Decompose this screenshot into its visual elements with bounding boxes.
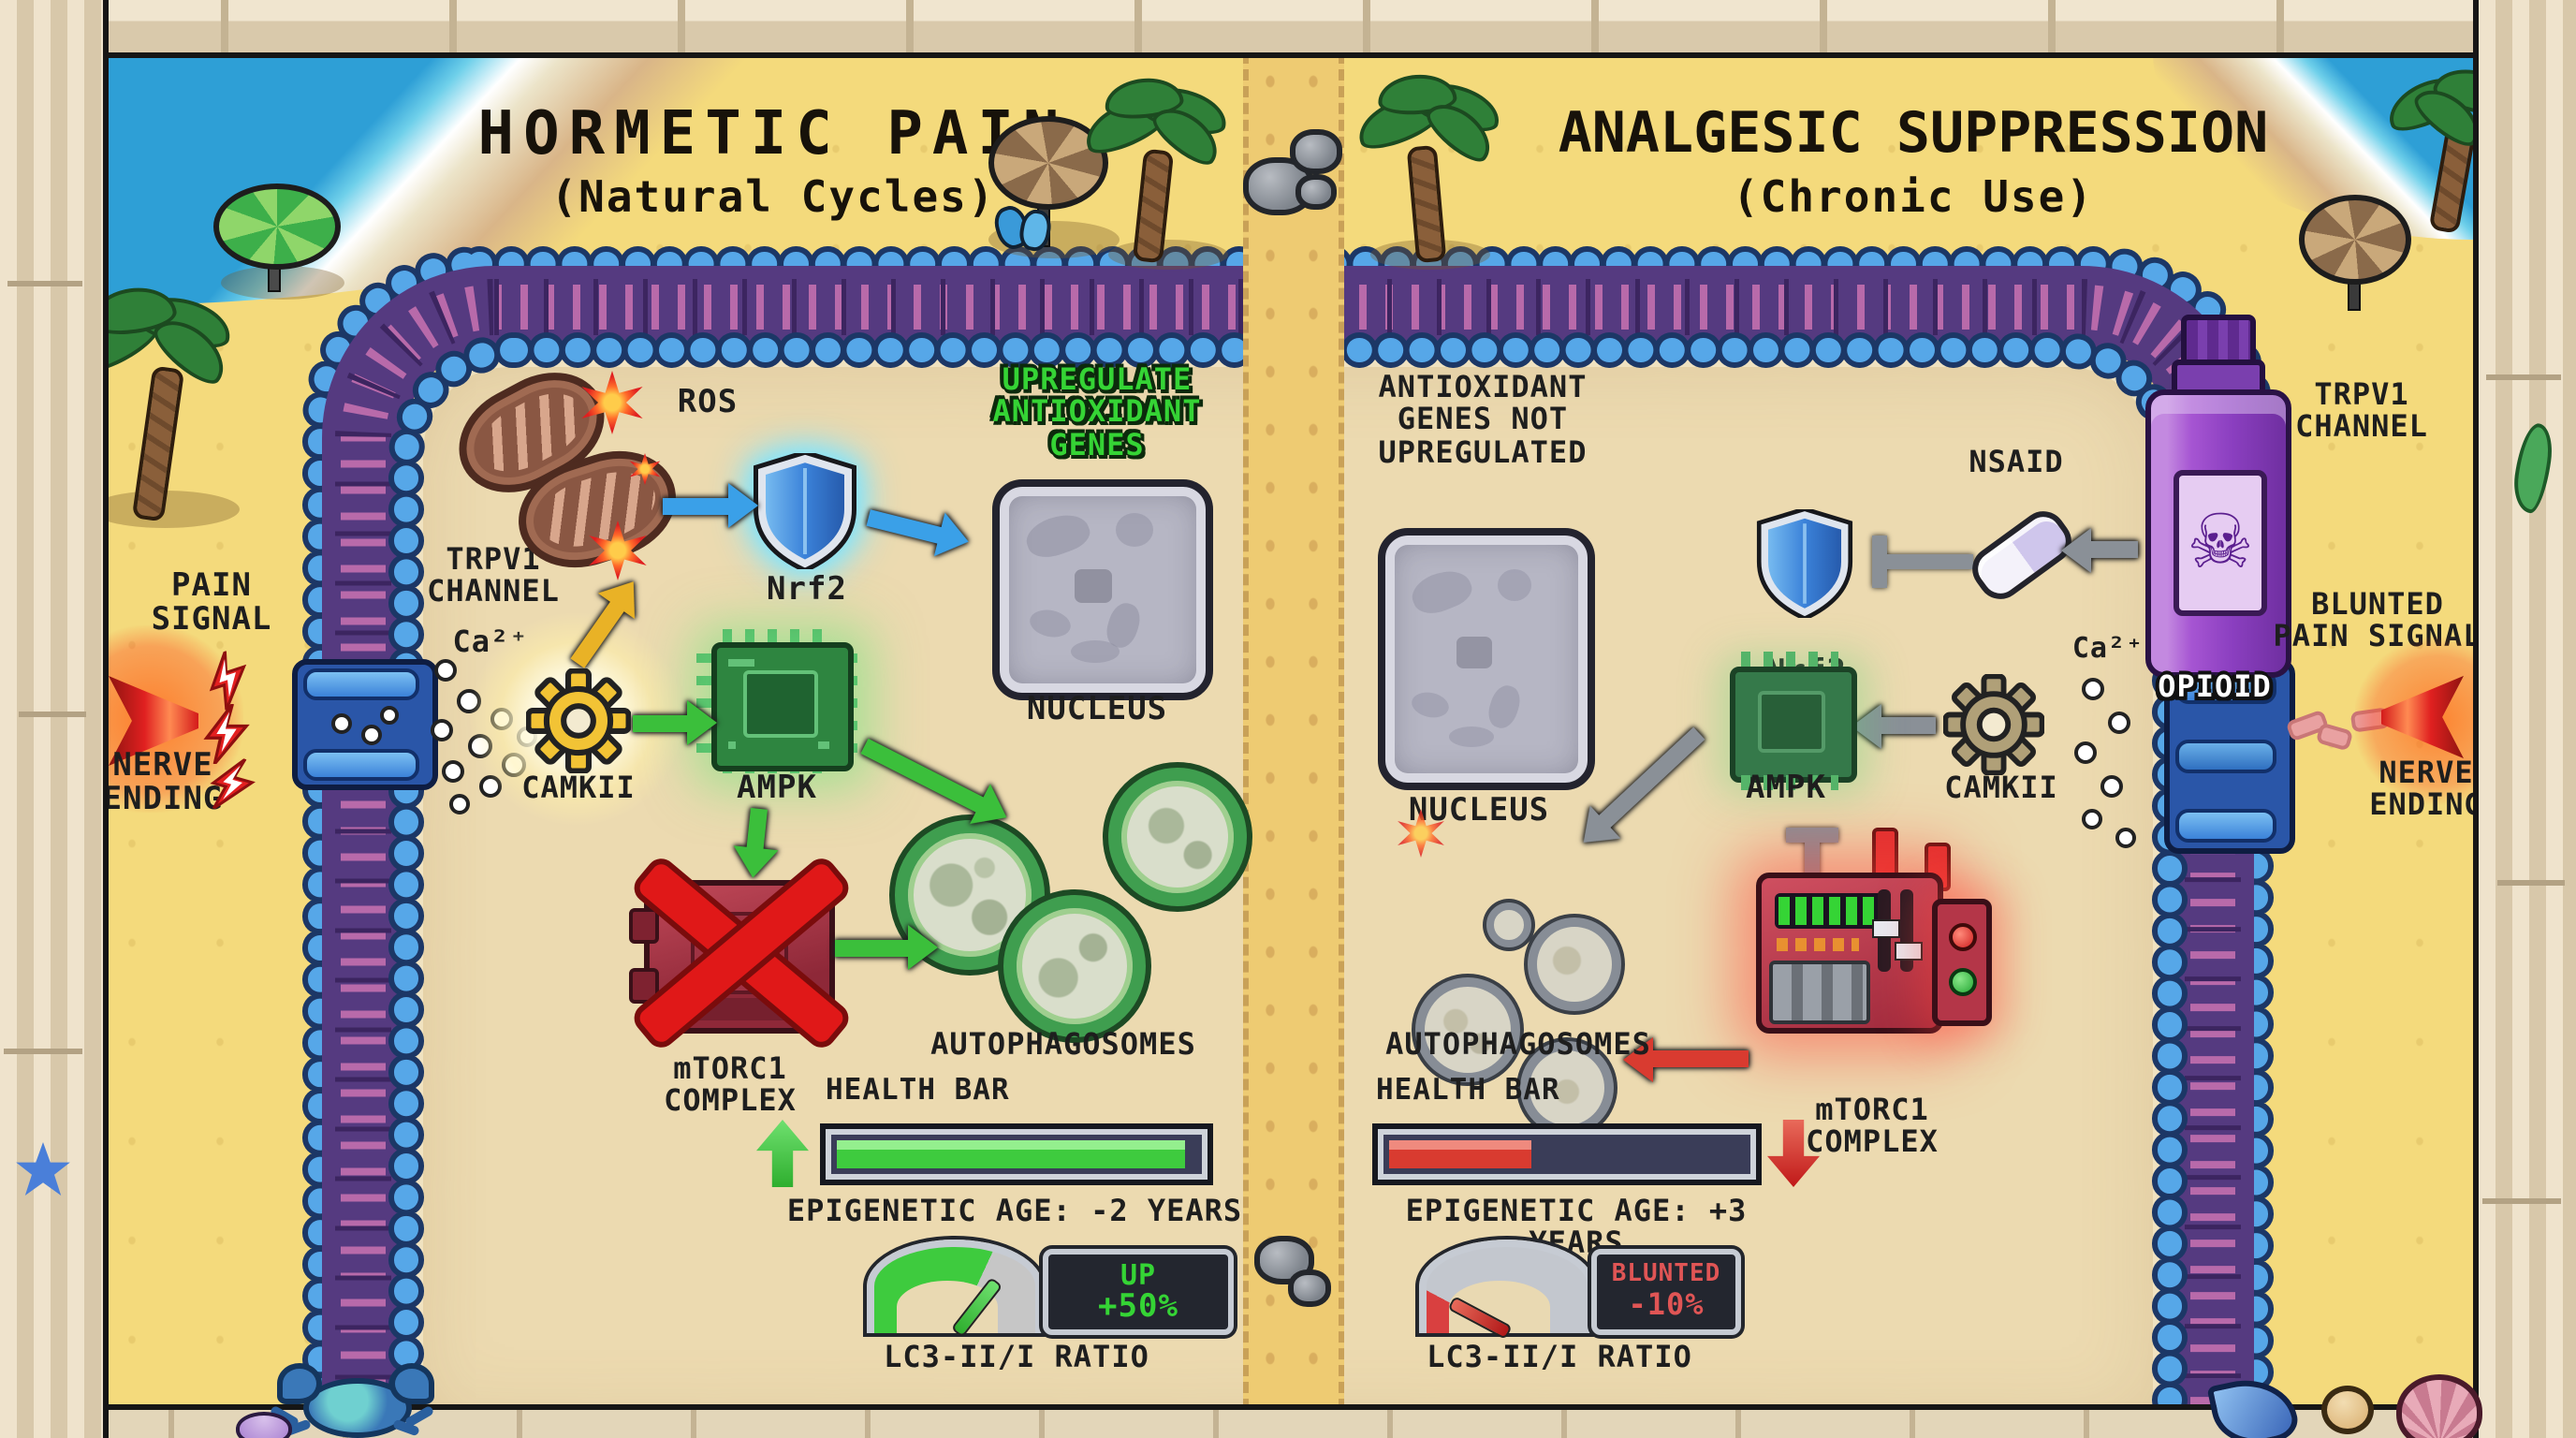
- autophagosome-gray: [1520, 1041, 1614, 1135]
- ca-ion: [431, 719, 453, 741]
- gauge-value-right: -10%: [1628, 1286, 1705, 1323]
- epigenetic-age-right: EPIGENETIC AGE: +3 YEARS: [1405, 1193, 1748, 1261]
- crab-icon: [258, 1363, 446, 1438]
- ampk-label-right: AMPK: [1746, 770, 1826, 807]
- column-crack: [19, 712, 86, 717]
- autophagosomes-label-right: AUTOPHAGOSOMES: [1385, 1026, 1651, 1062]
- ca-ion: [2100, 775, 2123, 798]
- nerve-ending-label-right: NERVE ENDING: [2369, 755, 2483, 823]
- shell-purple-icon: [236, 1412, 292, 1438]
- camkii-gear-right: [1943, 674, 2044, 775]
- ampk-pins-right: [1741, 775, 1838, 790]
- health-fill-right: [1389, 1140, 1531, 1168]
- mtorc1-label-left: mTORC1 COMPLEX: [664, 1050, 797, 1119]
- calcium-label-right: Ca²⁺: [2071, 631, 2144, 665]
- nucleus-label-left: NUCLEUS: [1026, 691, 1168, 728]
- lc3-panel-left: UP +50%: [1043, 1249, 1234, 1335]
- shell-scallop-icon: [2396, 1374, 2482, 1438]
- column-crack: [2482, 1198, 2561, 1204]
- ros-label: ROS: [677, 384, 739, 421]
- lc3-ratio-label-left: LC3-II/I RATIO: [884, 1339, 1149, 1374]
- lc3-panel-right: BLUNTED -10%: [1591, 1249, 1741, 1335]
- opioid-bottle-body: ☠: [2145, 389, 2291, 678]
- opioid-label-panel: ☠: [2174, 470, 2267, 616]
- trpv1-label-right: TRPV1 CHANNEL: [2295, 376, 2428, 445]
- nucleus-right: [1378, 528, 1595, 790]
- health-bar-label-left: HEALTH BAR: [826, 1073, 1010, 1107]
- ampk-pins-right: [1741, 652, 1838, 667]
- upregulate-genes-label: UPREGULATE ANTIOXIDANT GENES: [992, 361, 1202, 462]
- camkii-label-left: CAMKII: [521, 770, 636, 805]
- shell-tan-icon: [2321, 1386, 2374, 1434]
- ampk-label-left: AMPK: [737, 770, 817, 807]
- health-bar-right: [1372, 1123, 1762, 1185]
- mtorc1-machine-right: [1756, 873, 1943, 1034]
- opioid-label: OPIOID: [2158, 668, 2272, 704]
- health-bar-left: [820, 1123, 1213, 1185]
- beach-umbrella-brown: [988, 116, 1108, 210]
- ca-ion: [2082, 809, 2102, 829]
- right-subtitle: (Chronic Use): [1732, 174, 2094, 223]
- column-crack: [2497, 880, 2565, 886]
- autophagosomes-label-left: AUTOPHAGOSOMES: [930, 1026, 1196, 1062]
- frame-column-left: [0, 0, 109, 1438]
- health-fill-left: [837, 1140, 1186, 1168]
- nrf2-shield-left: [753, 453, 857, 569]
- ca-ion: [2115, 828, 2136, 848]
- lc3-gauge-left: [867, 1240, 1043, 1338]
- palm2-shadow: [1108, 240, 1228, 270]
- frame-column-right: [2473, 0, 2576, 1438]
- frame-top: [0, 0, 2576, 58]
- autophagosome-gray: [1486, 902, 1531, 947]
- autophagosome-gray: [1415, 977, 1520, 1082]
- epigenetic-age-left: EPIGENETIC AGE: -2 YEARS: [786, 1193, 1243, 1228]
- mtorc1-side-module: [1932, 899, 1992, 1026]
- ca-ion: [442, 760, 464, 783]
- ca-ion: [2082, 678, 2104, 700]
- trpv1-label-left: TRPV1 CHANNEL: [427, 541, 560, 609]
- column-crack: [2486, 374, 2561, 380]
- autophagosome: [1003, 895, 1146, 1037]
- gauge-status-right: BLUNTED: [1611, 1260, 1721, 1289]
- pain-signal-label: PAIN SIGNAL: [151, 567, 272, 639]
- path-rock-small: [1290, 129, 1342, 174]
- lc3-gauge-right: [1419, 1240, 1595, 1341]
- path-rock-tiny: [1295, 174, 1337, 210]
- beach-umbrella-brown-2: [2299, 195, 2411, 285]
- autophagosome-gray: [1528, 917, 1621, 1011]
- nrf2-shield-right: [1756, 509, 1853, 618]
- nsaid-label: NSAID: [1969, 444, 2064, 479]
- nucleus-left: [992, 479, 1213, 700]
- ca-ion: [434, 659, 457, 682]
- camkii-gear-left: [526, 668, 631, 773]
- ca-ion: [2074, 741, 2097, 764]
- nrf2-label-left: Nrf2: [767, 571, 847, 609]
- arrow-ampk-to-mtorc1: [730, 807, 779, 881]
- trpv1-channel-left: [292, 659, 438, 790]
- ca-ion: [449, 794, 470, 814]
- skull-crossbones-icon: ☠: [2187, 500, 2254, 586]
- path-rock-bottom-2: [1288, 1269, 1331, 1307]
- nucleus-label-right: NUCLEUS: [1408, 792, 1550, 829]
- right-title: ANALGESIC SUPPRESSION: [1558, 101, 2269, 167]
- column-crack: [7, 281, 82, 286]
- left-subtitle: (Natural Cycles): [550, 174, 996, 223]
- gauge-status-left: UP: [1120, 1257, 1157, 1292]
- ampk-chip-right: [1730, 667, 1857, 783]
- center-path: [1243, 52, 1344, 1410]
- lc3-ratio-label-right: LC3-II/I RATIO: [1427, 1339, 1692, 1374]
- health-bar-label-right: HEALTH BAR: [1376, 1073, 1560, 1107]
- autophagosome: [1108, 768, 1247, 906]
- genes-not-upregulated-label: ANTIOXIDANT GENES NOT UPREGULATED: [1378, 369, 1588, 470]
- column-crack: [4, 1049, 82, 1054]
- camkii-label-right: CAMKII: [1944, 770, 2058, 805]
- nerve-ending-label-left: NERVE ENDING: [102, 747, 224, 819]
- ampk-pins: [723, 629, 831, 646]
- umbrella-shadow: [221, 266, 344, 300]
- mtorc1-label-right: mTORC1 COMPLEX: [1806, 1092, 1939, 1160]
- ca-ion: [2108, 712, 2130, 734]
- beach-umbrella-green: [213, 183, 341, 270]
- gauge-value-left: +50%: [1098, 1287, 1178, 1326]
- ampk-chip-left: [711, 642, 854, 771]
